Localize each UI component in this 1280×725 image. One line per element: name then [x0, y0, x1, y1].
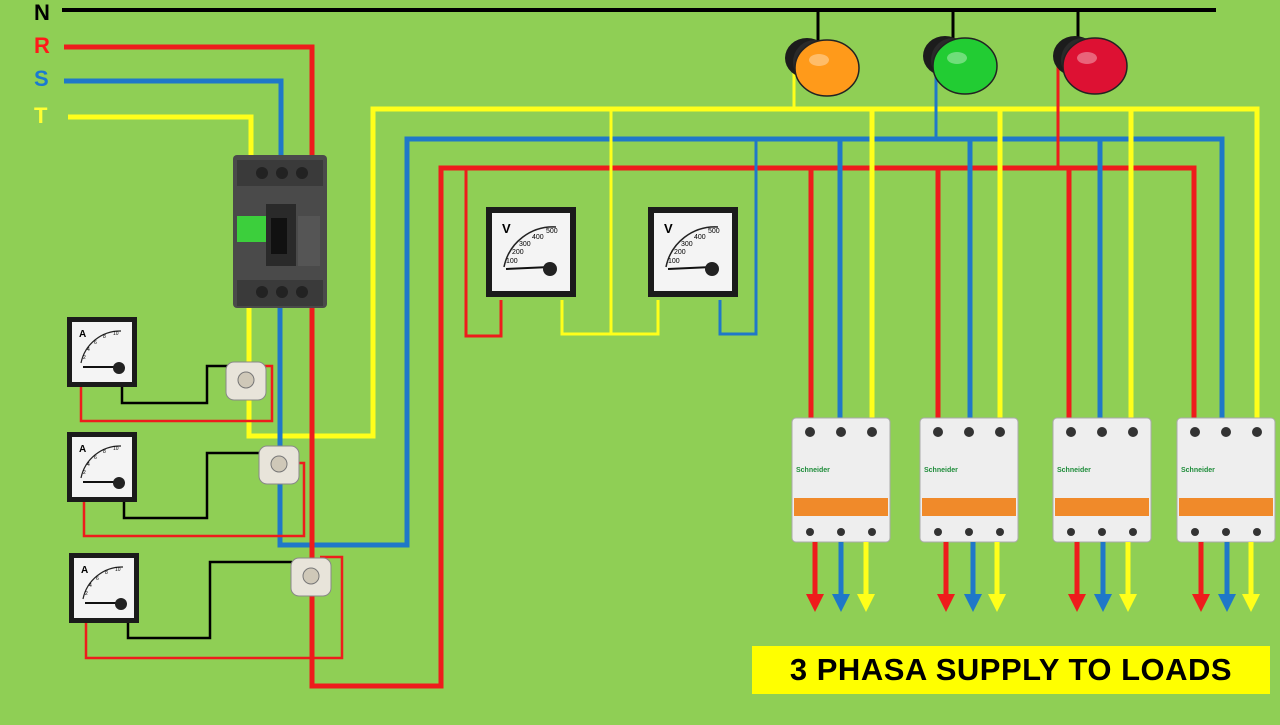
output-arrow-1-t — [857, 542, 875, 612]
ammeter-2-tick-2: 2 — [83, 470, 86, 476]
output-arrow-3-r — [1068, 542, 1086, 612]
current-transformer-3 — [290, 557, 332, 597]
phase-label-t: T — [34, 103, 48, 128]
current-transformers — [225, 361, 332, 597]
voltmeter-2: V 500 400 300 200 100 — [648, 207, 738, 297]
voltmeter-1-unit: V — [502, 221, 511, 236]
wire-vm1-r — [464, 168, 503, 338]
load-breaker-2: Schneider — [919, 417, 1019, 543]
ammeter-3-tick-4: 4 — [89, 583, 92, 589]
load-breaker-1-brand: Schneider — [796, 467, 830, 474]
load-breakers: Schneider Schneider Schneider Schneider — [791, 417, 1276, 543]
caption-banner: 3 PHASA SUPPLY TO LOADS — [752, 646, 1270, 694]
wire-s-incoming — [64, 78, 284, 162]
wire-s-main-out — [277, 136, 1225, 548]
output-arrow-4-r — [1192, 542, 1210, 612]
ammeter-3-tick-10: 10 — [115, 567, 121, 573]
wire-am1-black — [120, 364, 232, 405]
voltmeter-2-tick-200: 200 — [674, 249, 686, 256]
wire-vm2-s — [718, 139, 758, 336]
wire-t-main-out — [246, 106, 1260, 439]
output-arrow-2-t — [988, 542, 1006, 612]
voltmeter-2-tick-300: 300 — [681, 241, 693, 248]
current-transformer-2 — [258, 445, 300, 485]
devices-layer: V 500 400 300 200 100 V 500 400 300 200 … — [67, 155, 738, 623]
ammeter-2-unit: A — [79, 444, 86, 455]
voltmeter-1: V 500 400 300 200 100 — [486, 207, 576, 297]
pilot-lamps — [785, 36, 1128, 97]
ammeter-2-tick-6: 6 — [94, 455, 97, 461]
ammeter-1-tick-10: 10 — [113, 331, 119, 337]
wire-t-incoming — [68, 114, 254, 162]
load-breaker-4-brand: Schneider — [1181, 467, 1215, 474]
wires-layer — [62, 8, 1260, 689]
voltmeter-2-tick-500: 500 — [708, 228, 720, 235]
output-arrow-4-t — [1242, 542, 1260, 612]
ammeter-1-tick-4: 4 — [87, 347, 90, 353]
ammeter-1: A 2 4 6 8 10 — [67, 317, 137, 387]
voltmeter-1-tick-300: 300 — [519, 241, 531, 248]
output-arrow-2-r — [937, 542, 955, 612]
output-arrow-1-r — [806, 542, 824, 612]
wire-am2-black — [122, 451, 263, 520]
wire-am3-black — [126, 560, 292, 640]
ammeter-2-tick-4: 4 — [87, 462, 90, 468]
load-breaker-3: Schneider — [1052, 417, 1152, 543]
output-arrow-3-s — [1094, 542, 1112, 612]
phase-label-s: S — [34, 66, 49, 91]
pilot-lamp-red — [1053, 36, 1128, 95]
phase-label-r: R — [34, 33, 50, 58]
wire-r-incoming — [64, 44, 315, 162]
load-breaker-1: Schneider — [791, 417, 891, 543]
voltmeter-1-tick-200: 200 — [512, 249, 524, 256]
ammeter-3-unit: A — [81, 565, 88, 576]
wire-am1-red — [79, 364, 274, 423]
current-transformer-1 — [225, 361, 267, 401]
voltmeter-1-tick-500: 500 — [546, 228, 558, 235]
main-circuit-breaker — [233, 155, 327, 308]
ammeter-2: A 2 4 6 8 10 — [67, 432, 137, 502]
phase-label-n: N — [34, 0, 50, 25]
load-breaker-3-brand: Schneider — [1057, 467, 1091, 474]
ammeter-2-tick-8: 8 — [103, 449, 106, 455]
ammeter-3-tick-2: 2 — [85, 591, 88, 597]
load-breaker-4: Schneider — [1176, 417, 1276, 543]
load-breaker-2-brand: Schneider — [924, 467, 958, 474]
output-arrow-2-s — [964, 542, 982, 612]
ammeter-1-tick-2: 2 — [83, 355, 86, 361]
voltmeter-1-tick-100: 100 — [506, 258, 518, 265]
ammeter-1-tick-8: 8 — [103, 334, 106, 340]
output-arrow-1-s — [832, 542, 850, 612]
wire-vm2-t — [611, 300, 660, 336]
ammeter-2-tick-10: 10 — [113, 446, 119, 452]
voltmeter-1-tick-400: 400 — [532, 234, 544, 241]
output-arrow-3-t — [1119, 542, 1137, 612]
ammeter-3-tick-6: 6 — [96, 576, 99, 582]
ammeter-3: A 2 4 6 8 10 — [69, 553, 139, 623]
wire-r-main-out — [309, 165, 1197, 689]
pilot-lamp-green — [923, 36, 998, 95]
output-arrow-4-s — [1218, 542, 1236, 612]
ammeter-1-unit: A — [79, 329, 86, 340]
voltmeter-2-tick-400: 400 — [694, 234, 706, 241]
load-output-arrows — [806, 542, 1260, 612]
voltmeter-2-tick-100: 100 — [668, 258, 680, 265]
pilot-lamp-orange — [785, 38, 860, 97]
ammeter-3-tick-8: 8 — [105, 570, 108, 576]
ammeter-1-tick-6: 6 — [94, 340, 97, 346]
voltmeter-2-unit: V — [664, 221, 673, 236]
wire-am3-red — [84, 555, 344, 660]
wire-vm1-t — [560, 109, 613, 336]
